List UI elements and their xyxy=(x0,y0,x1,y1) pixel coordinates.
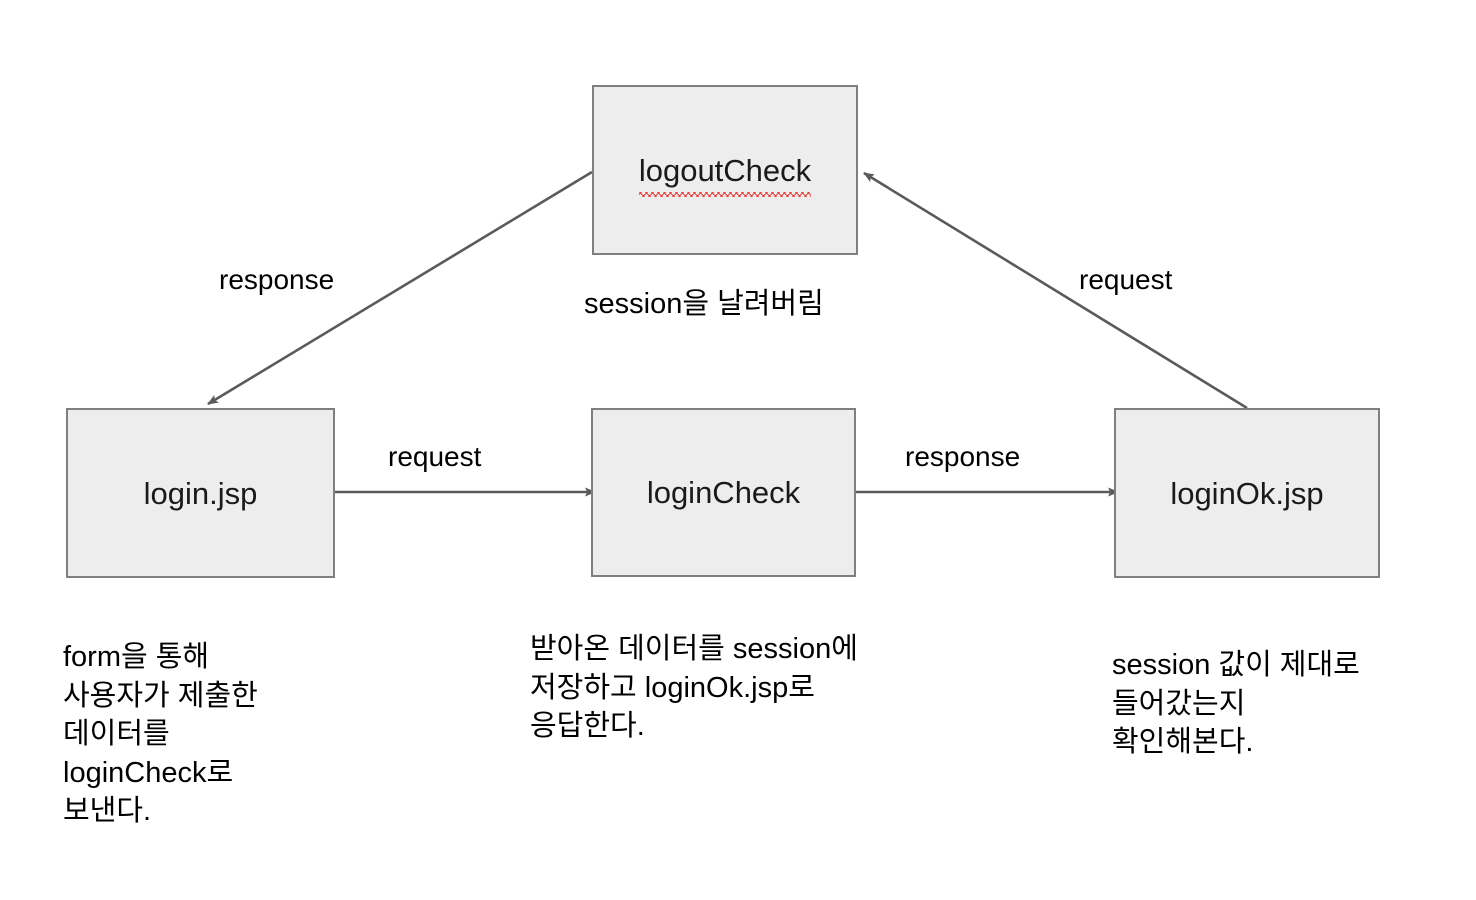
node-loginok-jsp[interactable]: loginOk.jsp xyxy=(1114,408,1380,578)
node-logoutcheck-label: logoutCheck xyxy=(638,152,812,197)
node-logincheck-label: loginCheck xyxy=(646,475,801,510)
edge-label-response-logoutcheck-login: response xyxy=(219,264,335,295)
node-login-jsp[interactable]: login.jsp xyxy=(66,408,335,578)
node-login-jsp-label: login.jsp xyxy=(143,475,258,511)
note-logoutcheck: session을 날려버림 xyxy=(584,288,824,320)
edge-label-response-logincheck-loginok: response xyxy=(905,441,1021,472)
node-logincheck[interactable]: loginCheck xyxy=(591,408,856,577)
caption-login-jsp: form을 통해 사용자가 제출한 데이터를 loginCheck로 보낸다. xyxy=(63,641,258,828)
edge-loginok-jsp-to-logoutcheck xyxy=(863,171,1248,410)
caption-logincheck: 받아온 데이터를 session에 저장하고 loginOk.jsp로 응답한다… xyxy=(530,633,858,743)
edge-label-request-loginok-logoutcheck: request xyxy=(1079,264,1173,295)
edge-label-request-login-logincheck: request xyxy=(388,441,482,472)
node-logoutcheck[interactable]: logoutCheck xyxy=(592,85,858,255)
caption-loginok-jsp: session 값이 제대로 들어갔는지 확인해본다. xyxy=(1112,649,1360,759)
node-loginok-jsp-label: loginOk.jsp xyxy=(1170,475,1324,511)
